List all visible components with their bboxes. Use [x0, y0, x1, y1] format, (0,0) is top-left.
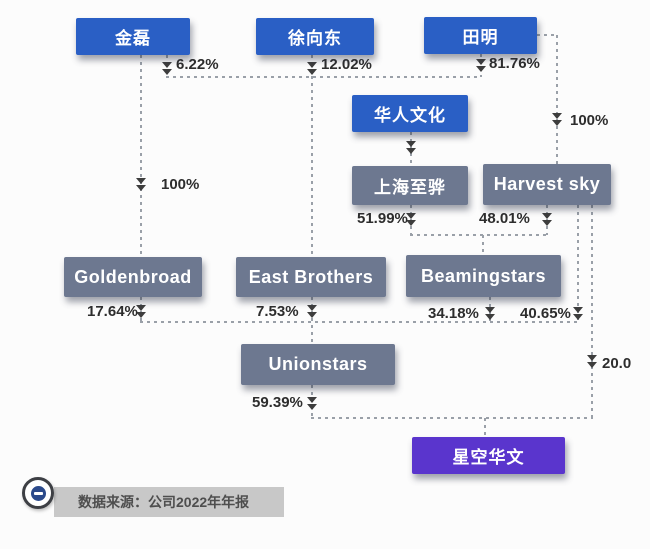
- node-huarenwenhua: 华人文化: [352, 95, 468, 132]
- node-eastbrothers: East Brothers: [236, 257, 386, 297]
- arrow-down-icon: [586, 355, 598, 369]
- connector-line: [577, 205, 579, 322]
- arrow-down-icon: [484, 307, 496, 321]
- ownership-pct-label: 51.99%: [357, 210, 408, 227]
- connector-line: [140, 55, 142, 257]
- arrow-down-icon: [161, 62, 173, 76]
- arrow-down-icon: [135, 305, 147, 319]
- arrow-down-icon: [405, 213, 417, 227]
- ownership-pct-label: 81.76%: [489, 55, 540, 72]
- arrow-down-icon: [306, 305, 318, 319]
- node-tianming: 田明: [424, 17, 537, 54]
- connector-line: [482, 235, 484, 255]
- ownership-pct-label: 20.0: [602, 355, 632, 372]
- ownership-pct-label: 7.53%: [256, 303, 299, 320]
- ownership-pct-label: 6.22%: [176, 56, 219, 73]
- node-shanghaizhihua: 上海至骅: [352, 166, 468, 205]
- ownership-pct-label: 48.01%: [479, 210, 530, 227]
- arrow-down-icon: [541, 213, 553, 227]
- connector-line: [311, 55, 313, 257]
- ownership-pct-label: 12.02%: [321, 56, 372, 73]
- arrow-down-icon: [551, 113, 563, 127]
- source-logo-icon: [22, 477, 54, 509]
- connector-line: [480, 54, 482, 77]
- node-jinlei: 金磊: [76, 18, 190, 55]
- connector-line: [311, 297, 313, 344]
- node-xingkonghuawen: 星空华文: [412, 437, 565, 474]
- data-source-bar: 数据来源：公司2022年年报: [54, 487, 284, 517]
- node-harvestsky: Harvest sky: [483, 164, 611, 205]
- connector-line: [556, 35, 558, 164]
- arrow-down-icon: [405, 141, 417, 155]
- connector-line: [591, 205, 593, 418]
- connector-line: [410, 234, 548, 236]
- connector-line: [311, 417, 593, 419]
- arrow-down-icon: [306, 62, 318, 76]
- ownership-pct-label: 100%: [161, 176, 200, 193]
- arrow-down-icon: [306, 397, 318, 411]
- node-xuxiangdong: 徐向东: [256, 18, 374, 55]
- node-goldenbroad: Goldenbroad: [64, 257, 202, 297]
- connector-line: [166, 76, 481, 78]
- arrow-down-icon: [135, 178, 147, 192]
- connector-line: [140, 321, 579, 323]
- arrow-down-icon: [572, 307, 584, 321]
- data-source-label: 数据来源：公司2022年年报: [78, 494, 250, 510]
- ownership-pct-label: 40.65%: [520, 305, 571, 322]
- node-unionstars: Unionstars: [241, 344, 395, 385]
- connector-line: [537, 34, 558, 36]
- arrow-down-icon: [475, 59, 487, 73]
- node-beamingstars: Beamingstars: [406, 255, 561, 297]
- ownership-pct-label: 59.39%: [252, 394, 303, 411]
- ownership-pct-label: 17.64%: [87, 303, 138, 320]
- ownership-pct-label: 34.18%: [428, 305, 479, 322]
- connector-line: [484, 418, 486, 437]
- ownership-pct-label: 100%: [570, 112, 609, 129]
